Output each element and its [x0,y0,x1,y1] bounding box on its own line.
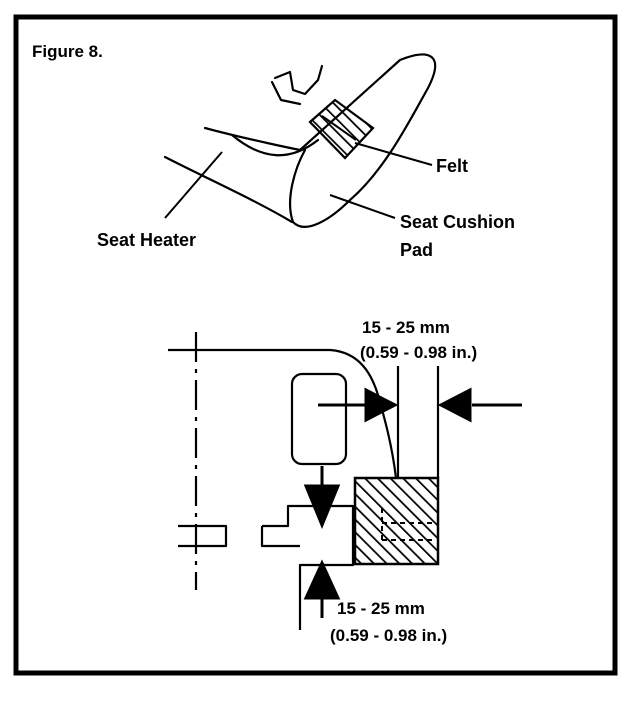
frame-pipe [290,372,348,466]
arrow-right [364,387,399,423]
section-diagram [168,332,440,630]
left-stub [178,524,228,548]
dimension-arrows [303,387,522,618]
cushion-contour [168,348,398,479]
seat-cushion-lower-edge [163,155,294,224]
seat-heater-label: Seat Heater [97,230,196,250]
seat-cushion-pad-label-2: Pad [400,240,433,260]
dim-vertical-in: (0.59 - 0.98 in.) [330,626,447,645]
seat-cushion-pad-leader [329,194,396,219]
figure-frame [13,14,618,676]
dim-horizontal-in: (0.59 - 0.98 in.) [360,343,477,362]
seat-cushion-illustration [163,53,437,228]
seat-cushion-pad-label: Seat Cushion [400,212,515,232]
felt-block [353,476,440,566]
arrow-down [303,484,341,529]
felt-leader [354,142,433,166]
seat-heater-cable [230,133,320,157]
felt-label: Felt [436,156,468,176]
seat-bracket [262,504,355,630]
dim-vertical-mm: 15 - 25 mm [337,599,425,618]
seat-heater-leader [164,151,223,219]
leader-lines [164,142,433,219]
arrow-left [437,387,472,423]
figure-title: Figure 8. [32,42,103,61]
felt-bracket [273,64,324,96]
arrow-up [303,559,341,600]
dim-horizontal-mm: 15 - 25 mm [362,318,450,337]
